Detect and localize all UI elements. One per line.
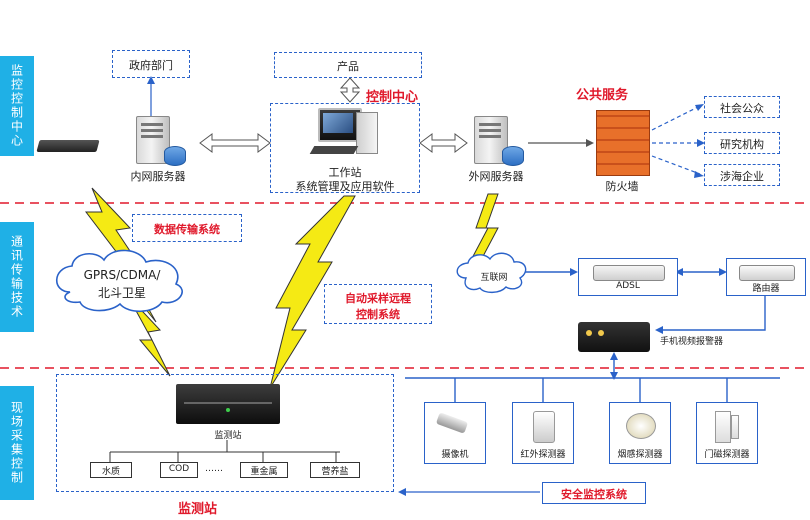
monitor-station-label: 监测站 [178, 502, 218, 517]
gov-box [112, 50, 190, 78]
lightning-bolt [469, 193, 499, 263]
lightning-bolt [269, 195, 356, 389]
database-icon [164, 146, 186, 166]
pc-tower-icon [356, 112, 378, 154]
research-box [704, 132, 780, 154]
public-label: 社会公众 [720, 102, 764, 115]
monitor-station-device-icon [176, 384, 280, 424]
camera-card: 摄像机 [424, 402, 486, 464]
enterprise-label: 涉海企业 [720, 170, 764, 183]
workstation-box [270, 103, 420, 193]
security-system-label: 安全监控系统 [561, 488, 627, 501]
router-icon [739, 265, 795, 281]
router-label: 路由器 [752, 284, 780, 294]
adsl-label: ADSL [616, 281, 640, 291]
door-sensor-icon [715, 411, 731, 443]
modem-icon [593, 265, 665, 281]
nutrient-box [310, 462, 360, 478]
smoke-sensor-icon [626, 413, 656, 439]
gov-label: 政府部门 [129, 59, 173, 72]
smoke-card: 烟感探测器 [609, 402, 671, 464]
lightning-bolt [127, 295, 171, 377]
heavy-metal-label: 重金属 [250, 467, 278, 477]
side-label-comm: 通讯传输技术 [0, 222, 34, 332]
research-label: 研究机构 [720, 138, 764, 151]
internet-label: 互联网 [480, 273, 508, 283]
product-box [274, 52, 422, 78]
data-transfer-box [132, 214, 242, 242]
modem-device-icon [36, 140, 100, 152]
mobile-alarm-label: 手机视频报警器 [660, 337, 724, 347]
adsl-box [578, 258, 678, 296]
router-box [726, 258, 806, 296]
security-system-box [542, 482, 646, 504]
water-temp-box [90, 462, 132, 478]
double-arrow [419, 133, 468, 153]
cloud-internet [456, 252, 527, 294]
auto-sampling-box [324, 284, 432, 324]
beidou-label: 北斗卫星 [97, 286, 146, 300]
nutrient-label: 营养盐 [321, 467, 349, 477]
alarm-device-icon [578, 322, 650, 352]
database-icon [502, 146, 524, 166]
workstation-label: 工作站 [328, 166, 362, 179]
infrared-sensor-icon [533, 411, 555, 443]
auto-sampling-label-1: 自动采样远程 [345, 292, 411, 305]
public-box [704, 96, 780, 118]
heavy-metal-box [240, 462, 288, 478]
smoke-label: 烟感探测器 [617, 450, 663, 460]
firewall-label: 防火墙 [605, 180, 639, 193]
cloud-gprs [55, 249, 183, 313]
cod-label: COD [168, 464, 190, 474]
monitor-station-box [56, 374, 394, 492]
ellipsis-label: …… [205, 464, 223, 474]
product-label: 产品 [337, 60, 359, 73]
side-label-monitor: 监控控制中心 [0, 56, 34, 156]
auto-sampling-label-2: 控制系统 [356, 308, 400, 321]
keyboard-icon [309, 146, 359, 154]
cod-box [160, 462, 198, 478]
control-center-label: 控制中心 [366, 90, 419, 105]
enterprise-box [704, 164, 780, 186]
water-temp-label: 水质 [101, 467, 120, 477]
extranet-server-label: 外网服务器 [468, 170, 524, 183]
double-arrow [199, 133, 271, 153]
public-service-label: 公共服务 [576, 88, 629, 103]
door-card: 门磁探测器 [696, 402, 758, 464]
camera-icon [435, 412, 469, 434]
camera-label: 摄像机 [441, 450, 469, 460]
intranet-server-label: 内网服务器 [130, 170, 186, 183]
gprs-label: GPRS/CDMA/ [83, 268, 161, 282]
monitor-icon [318, 108, 362, 142]
data-transfer-label: 数据传输系统 [154, 223, 220, 236]
door-label: 门磁探测器 [704, 450, 750, 460]
monitor-station-device-label: 监测站 [214, 431, 242, 441]
side-label-field: 现场采集控制 [0, 386, 34, 500]
firewall-icon [596, 110, 650, 176]
infrared-label: 红外探测器 [520, 450, 566, 460]
double-arrow [339, 77, 361, 103]
workstation-sub-label: 系统管理及应用软件 [295, 180, 395, 193]
server-icon [474, 116, 508, 164]
infrared-card: 红外探测器 [512, 402, 574, 464]
